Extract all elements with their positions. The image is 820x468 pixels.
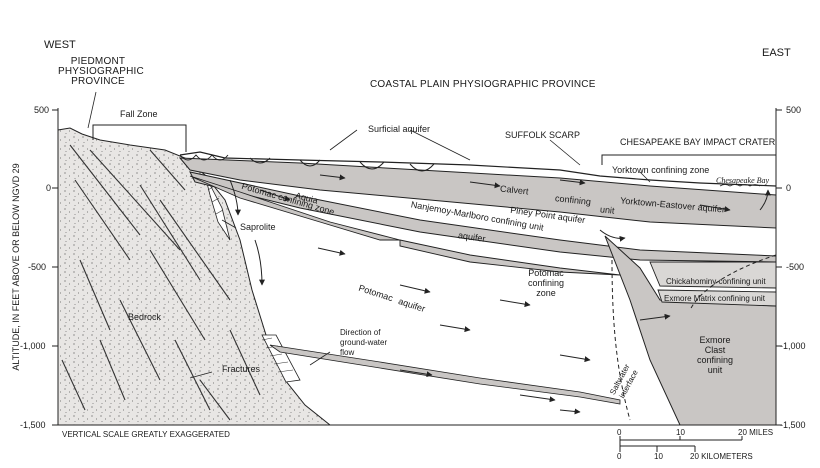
west-label: WEST (44, 39, 76, 51)
east-label: EAST (762, 47, 791, 59)
saprolite-hatching (207, 185, 294, 373)
exmore-clast-line-3: confining (696, 355, 734, 365)
scale-km-20: 20 KILOMETERS (690, 452, 753, 461)
calvert-label-3: unit (599, 204, 615, 216)
flow-line-1: Direction of (340, 328, 381, 337)
exmore-clast-label: Exmore Clast confining unit (690, 335, 740, 375)
scale-miles-0: 0 (617, 428, 622, 437)
scale-bar (619, 436, 743, 452)
yorktown-confining-zone-label: Yorktown confining zone (612, 165, 710, 175)
piedmont-line-3: PROVINCE (71, 76, 125, 87)
y-tick-neg1000-left: -1,000 (20, 341, 46, 351)
exmore-clast-line-4: unit (707, 365, 723, 375)
y-tick-0-right: 0 (786, 183, 792, 193)
y-tick-neg1500-left: -1,500 (20, 420, 46, 430)
chickahominy-band (649, 261, 777, 289)
scale-km-0: 0 (617, 452, 622, 461)
surficial-aquifer-bumps (179, 154, 435, 172)
suffolk-scarp-label: SUFFOLK SCARP (505, 130, 581, 140)
piedmont-label: PIEDMONT PHYSIOGRAPHIC PROVINCE (58, 56, 144, 87)
fall-zone-label: Fall Zone (120, 109, 158, 119)
impact-crater-label: CHESAPEAKE BAY IMPACT CRATER (620, 137, 776, 147)
chesapeake-bay-water (719, 184, 761, 187)
pcz-line-1: Potomac (528, 268, 564, 278)
bedrock-label: Bedrock (128, 312, 162, 322)
vertical-scale-note: VERTICAL SCALE GREATLY EXAGGERATED (62, 430, 230, 439)
flow-arrows (229, 174, 771, 415)
saprolite-label: Saprolite (240, 222, 276, 232)
saltwater-interface-line-2 (689, 254, 777, 311)
flow-line-3: flow (340, 348, 355, 357)
axis-ticks (52, 109, 782, 426)
potomac-confining-zone-upper (189, 175, 401, 241)
fractures-label: Fractures (222, 364, 261, 374)
flow-line-2: ground-water (340, 338, 388, 347)
exmore-matrix-label: Exmore Matrix confining unit (664, 294, 765, 303)
leader-lines (87, 91, 651, 379)
y-tick-neg500-left: -500 (28, 262, 47, 272)
land-surface (179, 151, 777, 187)
scale-miles-10: 10 (676, 428, 685, 437)
potomac-confining-zone-lower-label: Potomac confining zone (516, 268, 576, 298)
exmore-matrix-band (657, 289, 777, 307)
y-tick-neg500-right: -500 (786, 262, 805, 272)
pcz-line-2: confining (527, 278, 565, 288)
piedmont-line-2: PHYSIOGRAPHIC (58, 66, 144, 77)
y-tick-neg1500-right: -1,500 (780, 420, 806, 430)
exmore-clast-line-1: Exmore (699, 335, 731, 345)
potomac-confining-zone-mid (399, 239, 621, 276)
flow-direction-label: Direction of ground-water flow (340, 328, 387, 358)
scale-miles-20: 20 MILES (738, 428, 774, 437)
surficial-aquifer-label: Surficial aquifer (368, 124, 431, 134)
coastal-plain-label: COASTAL PLAIN PHYSIOGRAPHIC PROVINCE (370, 79, 596, 90)
calvert-confining-unit (178, 157, 777, 229)
exmore-clast-line-2: Clast (704, 345, 726, 355)
exmore-clast-unit (604, 235, 777, 426)
y-tick-500-right: 500 (786, 105, 802, 115)
pcz-line-3: zone (536, 288, 556, 298)
fall-zone-bracket (92, 124, 187, 152)
fracture-lines (61, 144, 261, 421)
potomac-lower-band (269, 344, 621, 405)
impact-crater-bracket (601, 154, 776, 165)
y-axis-label: ALTITUDE, IN FEET ABOVE OR BELOW NGVD 29 (11, 163, 21, 371)
y-tick-500-left: 500 (34, 105, 50, 115)
saprolite-layer (204, 174, 231, 241)
y-tick-0-left: 0 (46, 183, 52, 193)
y-tick-neg1000-right: -1,000 (780, 341, 806, 351)
scale-km-10: 10 (654, 452, 663, 461)
chesapeake-bay-label: Chesapeake Bay (716, 176, 770, 185)
chickahominy-label: Chickahominy confining unit (666, 277, 766, 286)
bedrock-region (57, 127, 332, 426)
piedmont-line-1: PIEDMONT (70, 56, 126, 67)
saltwater-interface-line (611, 259, 631, 421)
